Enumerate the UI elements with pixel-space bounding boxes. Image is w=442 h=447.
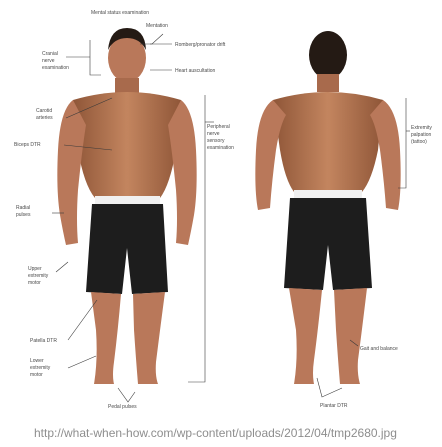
extremity-label-2: palpation (411, 132, 432, 138)
radial-label-1: Radial (16, 205, 30, 211)
back-shorts (284, 198, 372, 290)
front-shorts (86, 204, 168, 294)
back-waistband (294, 190, 362, 198)
back-right-leg (334, 288, 367, 384)
plantar-label: Plantar DTR (320, 403, 348, 409)
cranial-nerve-label-2: nerve (42, 58, 55, 64)
back-figure (255, 31, 400, 384)
carotid-label-1: Carotid (36, 108, 52, 114)
peripheral-label-3: sensory (207, 138, 225, 144)
mental-status-label: Mental status examination (91, 10, 149, 16)
back-head (309, 31, 347, 79)
peripheral-label-4: examination (207, 145, 234, 151)
cranial-nerve-label-1: Cranial (42, 51, 58, 57)
front-left-leg (91, 292, 121, 384)
front-right-leg (133, 292, 165, 384)
upper-label-3: motor (28, 280, 41, 286)
source-url: http://what-when-how.com/wp-content/uplo… (34, 426, 397, 440)
extremity-label-1: Extremity (411, 125, 432, 131)
lower-label-1: Lower (30, 358, 44, 364)
lower-label-2: extremity (30, 365, 51, 371)
upper-label-1: Upper (28, 266, 42, 272)
mentation-label: Mentation (146, 23, 168, 29)
front-left-arm (57, 100, 86, 245)
cranial-nerve-label-3: examination (42, 65, 69, 71)
romberg-label: Romberg/pronator drift (175, 42, 226, 48)
patella-label: Patella DTR (30, 338, 57, 344)
peripheral-label-2: nerve (207, 131, 220, 137)
front-neck (115, 78, 139, 94)
upper-label-2: extremity (28, 273, 49, 279)
heart-label: Heart auscultation (175, 68, 216, 74)
back-left-leg (289, 288, 322, 384)
front-waistband (95, 196, 160, 204)
extremity-label-3: (tattoo) (411, 139, 427, 145)
back-neck (317, 74, 339, 92)
back-torso (273, 92, 383, 192)
peripheral-label-1: Peripheral (207, 124, 230, 130)
front-right-arm (168, 100, 197, 245)
front-figure (57, 28, 196, 384)
radial-label-2: pulses (16, 212, 31, 218)
gait-label: Gait and balance (360, 346, 398, 352)
lower-label-3: motor (30, 372, 43, 378)
biceps-label: Biceps DTR (14, 142, 41, 148)
carotid-label-2: arteries (36, 115, 53, 121)
pedal-label: Pedal pulses (108, 404, 137, 410)
